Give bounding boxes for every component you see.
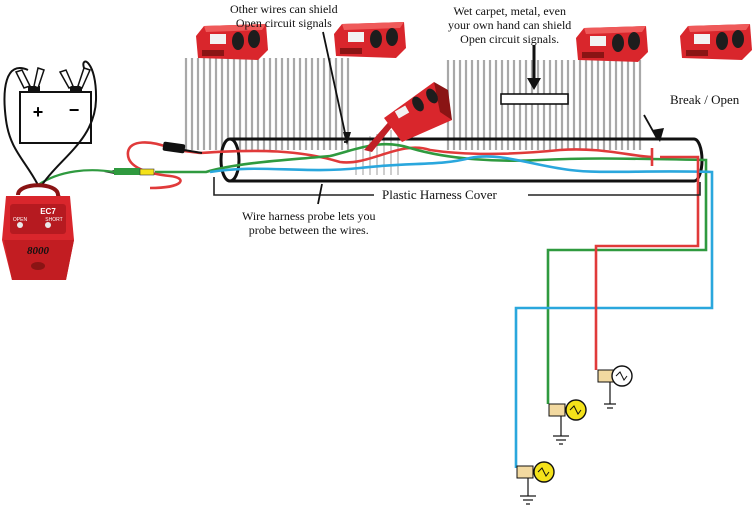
arrow-head-break bbox=[652, 128, 664, 142]
shield-note-right-line-2: your own hand can shield bbox=[448, 18, 572, 32]
battery-clamps[interactable] bbox=[14, 67, 92, 90]
harness-cover-label: Plastic Harness Cover bbox=[382, 187, 497, 202]
red-wire-exit bbox=[594, 155, 700, 370]
battery bbox=[19, 86, 92, 144]
shield-note-right: Wet carpet, metal, even your own hand ca… bbox=[448, 4, 571, 46]
device-open-label: OPEN bbox=[13, 217, 28, 223]
blue-wire bbox=[209, 155, 714, 468]
battery-plus: + bbox=[33, 102, 44, 122]
receiver-2[interactable] bbox=[334, 22, 406, 58]
red-wire bbox=[199, 146, 653, 164]
green-wire bbox=[155, 142, 708, 404]
receiver-4[interactable] bbox=[680, 24, 752, 60]
bulb-green-circuit bbox=[548, 399, 587, 445]
black-probe-tip bbox=[162, 141, 203, 154]
shield-note-left: Other wires can shield Open circuit sign… bbox=[230, 2, 338, 30]
shield-bars bbox=[184, 58, 642, 150]
device-model: 8000 bbox=[27, 245, 50, 257]
shield-note-left-line-1: Other wires can shield bbox=[230, 2, 338, 16]
shield-note-left-line-2: Open circuit signals bbox=[235, 16, 332, 30]
bulb-blue-circuit bbox=[516, 461, 555, 505]
shield-note-right-line-1: Wet carpet, metal, even bbox=[453, 4, 566, 18]
arrow-head-shield bbox=[343, 132, 351, 145]
battery-minus: − bbox=[69, 100, 80, 120]
receiver-3[interactable] bbox=[576, 26, 648, 62]
wet-carpet-arrow bbox=[500, 45, 569, 105]
device-brand: EC7 bbox=[40, 207, 56, 216]
harness-probe[interactable] bbox=[364, 82, 452, 152]
device-short-label: SHORT bbox=[45, 217, 62, 223]
bulb-red-circuit bbox=[597, 365, 633, 409]
break-open-label: Break / Open bbox=[670, 92, 740, 107]
green-device-lead bbox=[37, 169, 115, 186]
ec7-tester[interactable] bbox=[2, 183, 74, 280]
probe-note-line-2: probe between the wires. bbox=[248, 223, 369, 237]
probe-note: Wire harness probe lets you probe betwee… bbox=[242, 209, 375, 237]
shield-note-right-line-3: Open circuit signals. bbox=[460, 32, 560, 46]
battery-cables bbox=[3, 60, 98, 186]
probe-note-line-1: Wire harness probe lets you bbox=[242, 209, 376, 223]
